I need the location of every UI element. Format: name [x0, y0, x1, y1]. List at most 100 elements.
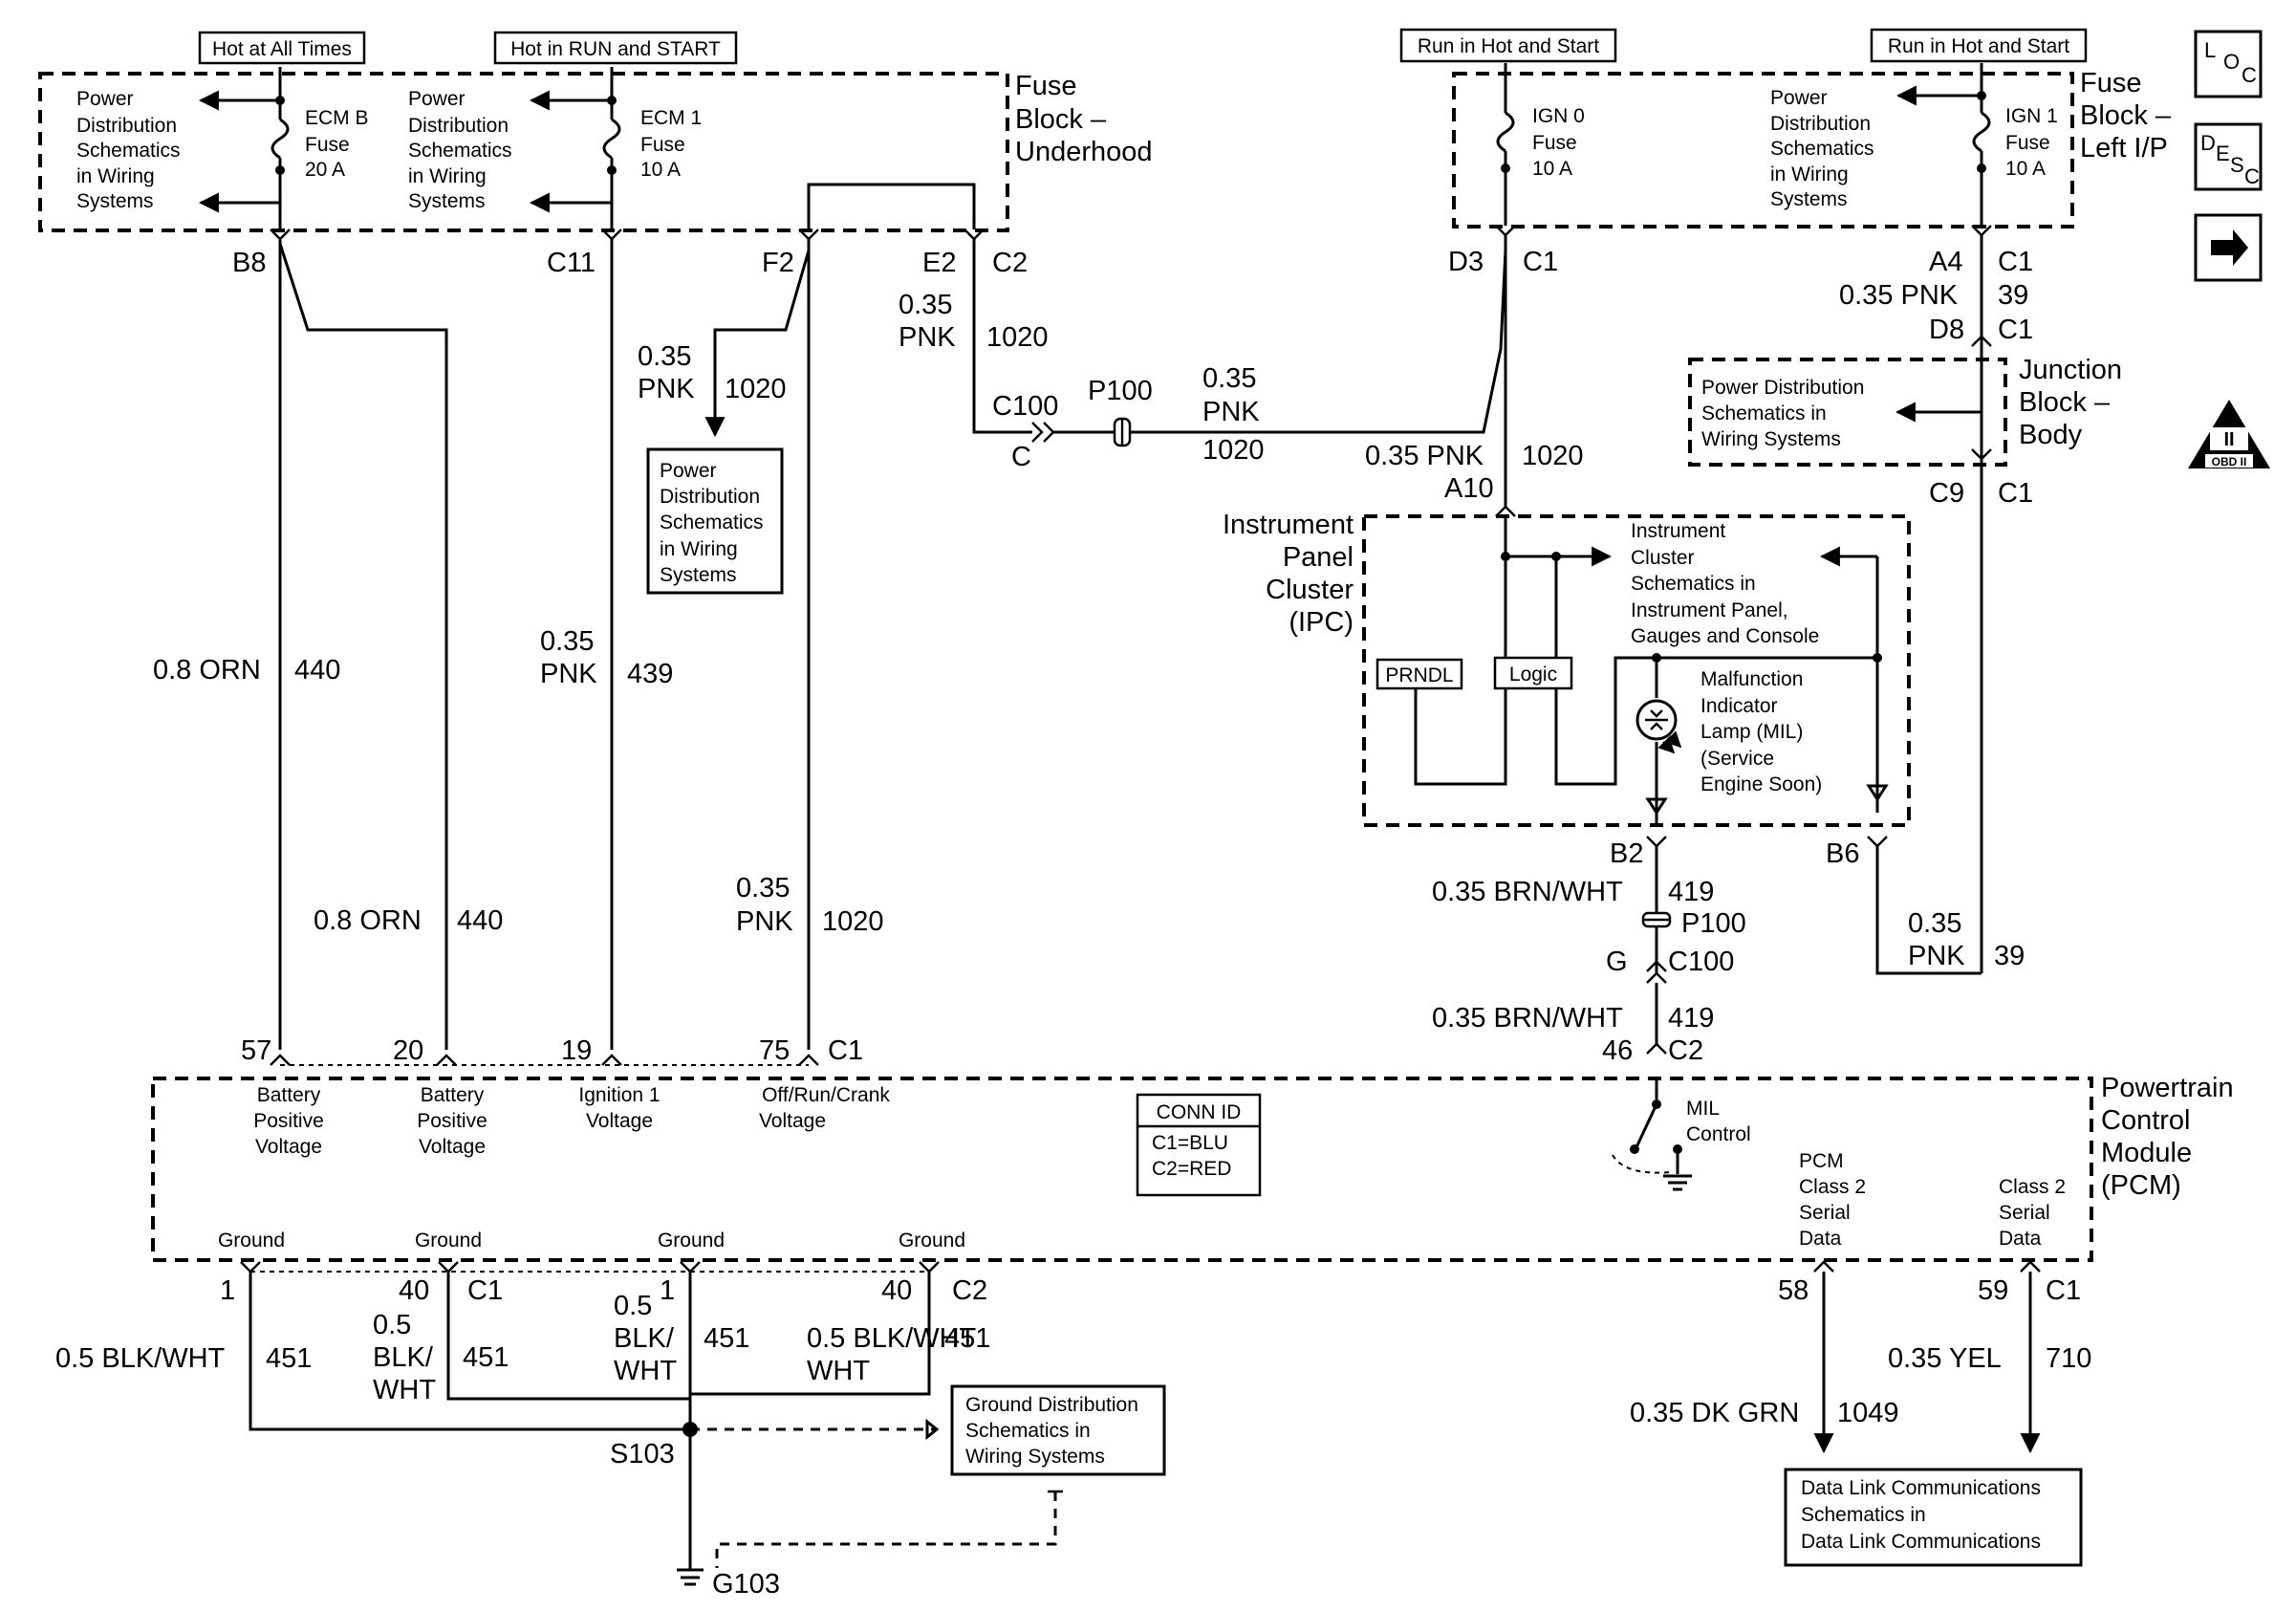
svg-text:A4: A4: [1929, 247, 1962, 277]
svg-text:Schematics: Schematics: [660, 512, 764, 533]
svg-text:0.35 PNK: 0.35 PNK: [1839, 280, 1959, 311]
fuse-block-underhood-label: Fuse Block – Underhood: [1015, 71, 1153, 167]
svg-text:PNK: PNK: [638, 374, 695, 404]
loc-icon[interactable]: L O C: [2194, 30, 2263, 98]
svg-text:1049: 1049: [1837, 1398, 1899, 1428]
svg-text:0.5 BLK/WHT: 0.5 BLK/WHT: [55, 1343, 226, 1374]
svg-text:Schematics in: Schematics in: [965, 1420, 1091, 1442]
svg-text:C2=RED: C2=RED: [1152, 1158, 1231, 1180]
pcm-top-pins: 57 20 19 75 C1: [241, 1035, 863, 1066]
pds-ref-ign-1: Power Distribution Schematics in Wiring …: [1770, 87, 1874, 210]
f2-e2-jumper: [807, 183, 976, 229]
svg-text:440: 440: [457, 905, 503, 936]
svg-text:B8: B8: [232, 248, 266, 278]
ipc-label: Instrument Panel Cluster (IPC): [1223, 510, 1354, 638]
svg-text:40: 40: [881, 1275, 912, 1306]
svg-text:0.5: 0.5: [373, 1310, 411, 1340]
svg-text:19: 19: [561, 1035, 592, 1066]
svg-text:(IPC): (IPC): [1289, 607, 1354, 638]
svg-text:451: 451: [704, 1323, 749, 1354]
fuse-block-underhood: [38, 72, 1009, 232]
wire-440: 0.8 ORN 440 0.8 ORN 440: [153, 239, 503, 1050]
svg-text:Ground: Ground: [899, 1230, 965, 1252]
svg-text:Distribution: Distribution: [408, 115, 509, 137]
pds-ref-ecm-1: Power Distribution Schematics in Wiring …: [408, 88, 512, 212]
svg-text:Run in Hot and Start: Run in Hot and Start: [1888, 35, 2069, 57]
svg-text:G103: G103: [712, 1569, 780, 1600]
svg-text:39: 39: [1994, 941, 2025, 971]
svg-text:451: 451: [463, 1342, 509, 1373]
svg-text:710: 710: [2046, 1343, 2091, 1374]
svg-text:Fuse: Fuse: [1015, 71, 1076, 101]
svg-text:C1: C1: [2046, 1275, 2081, 1306]
ecm-b-fuse: ECM B Fuse 20 A: [198, 67, 369, 229]
svg-text:0.35 DK GRN: 0.35 DK GRN: [1630, 1398, 1799, 1428]
svg-text:E: E: [2216, 142, 2230, 165]
wire-1020-e2: 0.35 PNK 1020 C100 C P100 0.35 PNK 1020: [899, 239, 1507, 472]
svg-text:Control: Control: [1686, 1123, 1751, 1145]
wire-1020-ipc: 0.35 PNK 1020 A10: [1365, 235, 1584, 517]
svg-text:10 A: 10 A: [1532, 158, 1572, 180]
svg-text:Systems: Systems: [1770, 188, 1848, 210]
svg-text:Logic: Logic: [1509, 664, 1557, 686]
svg-text:Engine Soon): Engine Soon): [1700, 773, 1822, 795]
svg-text:Ground Distribution: Ground Distribution: [965, 1394, 1138, 1416]
pds-ref-junction: Power Distribution Schematics in Wiring …: [1701, 377, 1982, 450]
pcm-label: Powertrain Control Module (PCM): [2101, 1073, 2234, 1201]
conn-id-box: CONN ID C1=BLU C2=RED: [1136, 1093, 1262, 1197]
svg-text:419: 419: [1668, 1003, 1714, 1034]
svg-text:PNK: PNK: [899, 322, 956, 353]
svg-text:PNK: PNK: [1908, 941, 1965, 971]
header-hot-in-run-and-start: Hot in RUN and START: [493, 31, 738, 65]
svg-text:C1=BLU: C1=BLU: [1152, 1132, 1228, 1154]
svg-text:Hot in RUN and START: Hot in RUN and START: [510, 38, 721, 60]
svg-text:B6: B6: [1826, 838, 1859, 869]
fuse-block-left-ip-label: Fuse Block – Left I/P: [2080, 68, 2172, 163]
svg-text:Distribution: Distribution: [76, 115, 177, 137]
svg-text:10 A: 10 A: [2005, 158, 2046, 180]
svg-text:Class 2: Class 2: [1999, 1176, 2066, 1198]
svg-text:Ground: Ground: [658, 1230, 725, 1252]
svg-text:C1: C1: [1998, 247, 2033, 277]
svg-text:C1: C1: [1998, 315, 2033, 345]
svg-text:MIL: MIL: [1686, 1098, 1720, 1120]
header-run-hot-start-ign0: Run in Hot and Start: [1399, 28, 1617, 63]
svg-text:Distribution: Distribution: [1770, 113, 1871, 135]
svg-text:C11: C11: [547, 248, 596, 278]
svg-text:Lamp (MIL): Lamp (MIL): [1700, 721, 1803, 743]
svg-text:0.35 BRN/WHT: 0.35 BRN/WHT: [1432, 1003, 1623, 1034]
svg-text:46: 46: [1602, 1035, 1633, 1066]
svg-text:C: C: [1011, 442, 1031, 472]
ground-ref-box: Ground Distribution Schematics in Wiring…: [950, 1384, 1166, 1476]
svg-text:Off/Run/Crank: Off/Run/Crank: [762, 1084, 890, 1106]
svg-text:Run in Hot and Start: Run in Hot and Start: [1418, 35, 1599, 57]
pcm-class2-labels: PCM Class 2 Serial Data Class 2 Serial D…: [1799, 1150, 2066, 1250]
wire-439: 0.35 PNK 439: [540, 239, 673, 1050]
svg-text:Block –: Block –: [1015, 104, 1107, 135]
right-arrow-icon[interactable]: [2194, 213, 2263, 282]
svg-text:0.35: 0.35: [1202, 363, 1256, 394]
svg-text:0.35: 0.35: [638, 341, 691, 372]
svg-text:Body: Body: [2019, 420, 2083, 450]
svg-text:Wiring Systems: Wiring Systems: [965, 1446, 1105, 1468]
ground-wires-451: 1 40 C1 1 40 C2 0.5 BLK/WHT 451 0.5 BLK/…: [55, 1261, 990, 1570]
svg-text:Control: Control: [2101, 1105, 2191, 1136]
svg-text:C1: C1: [828, 1035, 863, 1066]
svg-text:40: 40: [399, 1275, 429, 1306]
svg-text:Cluster: Cluster: [1266, 575, 1354, 605]
connector-pins-underhood: B8 C11 F2 E2 C2: [232, 229, 1028, 278]
svg-text:439: 439: [627, 659, 673, 689]
data-link-ref-box: Data Link Communications Schematics in D…: [1784, 1468, 2083, 1567]
svg-text:Systems: Systems: [76, 190, 154, 212]
svg-text:1020: 1020: [986, 322, 1049, 353]
svg-text:C2: C2: [992, 248, 1028, 278]
svg-text:Class 2: Class 2: [1799, 1176, 1866, 1198]
svg-text:Battery: Battery: [421, 1084, 485, 1106]
svg-text:Battery: Battery: [257, 1084, 321, 1106]
desc-icon[interactable]: D E S C: [2194, 122, 2263, 191]
svg-text:Voltage: Voltage: [419, 1136, 486, 1158]
mil-control-switch: MIL Control: [1612, 1078, 1751, 1191]
svg-text:Fuse: Fuse: [1532, 132, 1577, 154]
svg-text:57: 57: [241, 1035, 271, 1066]
svg-text:Fuse: Fuse: [2080, 68, 2141, 98]
